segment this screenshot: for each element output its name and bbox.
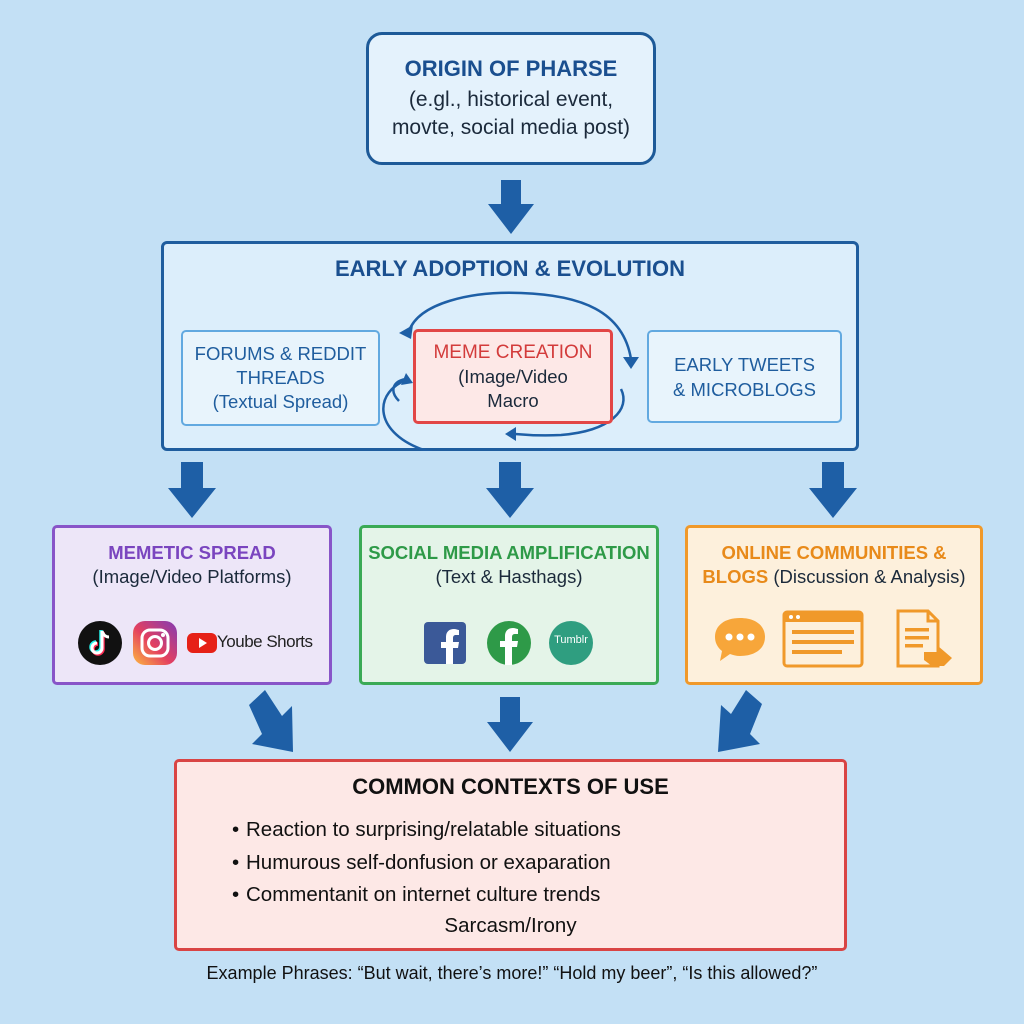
origin-line-3: movte, social media post)	[391, 115, 631, 139]
context-bullet-2-text: Humurous self-donfusion or exaparation	[246, 851, 611, 874]
arrow-down-social-common	[487, 697, 533, 752]
example-phrases: Example Phrases: “But wait, there’s more…	[206, 963, 818, 983]
forums-line-3: (Textual Spread)	[212, 391, 349, 412]
facebook-circle-icon	[487, 621, 531, 665]
meme-line-1: MEME CREATION	[433, 341, 593, 363]
online-subtitle-rest: (Discussion & Analysis)	[768, 566, 966, 587]
memetic-subtitle: (Image/Video Platforms)	[92, 566, 292, 587]
browser-window-icon	[782, 610, 864, 668]
youtube-shorts-label: Yoube Shorts	[217, 632, 313, 651]
context-bullet-2: •Humurous self-donfusion or exaparation	[232, 851, 611, 874]
online-communities-box: ONLINE COMMUNITIES & BLOGS (Discussion &…	[685, 525, 983, 685]
meme-line-2: (Image/Video	[458, 365, 568, 387]
arrow-down-social	[486, 462, 534, 518]
document-icon	[896, 609, 952, 668]
context-bullet-3-text: Commentanit on internet culture trends	[246, 883, 601, 906]
social-subtitle: (Text & Hasthags)	[435, 566, 583, 587]
tweets-line-1: EARLY TWEETS	[674, 353, 815, 375]
tumblr-icon	[549, 621, 593, 665]
social-title: SOCIAL MEDIA AMPLIFICATION	[368, 542, 650, 563]
tweets-line-2: & MICROBLOGS	[673, 378, 816, 400]
origin-title: ORIGIN OF PHARSE	[404, 55, 618, 81]
early-adoption-box: EARLY ADOPTION & EVOLUTION FORUMS & REDD…	[161, 241, 859, 451]
online-title: ONLINE COMMUNITIES &	[721, 542, 947, 563]
context-extra-line: Sarcasm/Irony	[444, 914, 577, 937]
forums-line-2: THREADS	[236, 367, 325, 388]
early-adoption-title: EARLY ADOPTION & EVOLUTION	[334, 256, 685, 281]
context-bullet-1-text: Reaction to surprising/relatable situati…	[246, 818, 621, 841]
context-bullet-3: •Commentanit on internet culture trends	[232, 883, 601, 906]
chat-bubble-icon	[715, 618, 765, 661]
common-contexts-box: COMMON CONTEXTS OF USE •Reaction to surp…	[174, 759, 847, 951]
memetic-spread-box: MEMETIC SPREAD (Image/Video Platforms) Y…	[52, 525, 332, 685]
arrow-diag-memetic-common	[249, 690, 293, 752]
social-amplification-box: SOCIAL MEDIA AMPLIFICATION (Text & Hasth…	[359, 525, 659, 685]
online-subtitle-blogs: BLOGS	[702, 566, 769, 587]
instagram-icon	[133, 621, 177, 665]
forums-line-1: FORUMS & REDDIT	[194, 343, 367, 364]
youtube-icon	[187, 633, 217, 653]
online-subtitle: BLOGS (Discussion & Analysis)	[688, 566, 980, 588]
arrow-down-online	[809, 462, 857, 518]
arrow-down-origin	[488, 180, 534, 234]
cycle-arrows-icon	[382, 291, 639, 451]
memetic-title: MEMETIC SPREAD	[108, 542, 276, 563]
common-contexts-title: COMMON CONTEXTS OF USE	[352, 774, 669, 799]
origin-line-2: (e.gl., historical event,	[408, 87, 614, 111]
forums-reddit-box: FORUMS & REDDIT THREADS (Textual Spread)	[181, 330, 380, 426]
meme-creation-box: MEME CREATION (Image/Video Macro	[413, 329, 613, 424]
tiktok-icon	[78, 621, 122, 665]
arrow-diag-online-common	[718, 690, 762, 752]
tumblr-label: Tumblr	[554, 634, 588, 646]
arrow-down-memetic	[168, 462, 216, 518]
context-bullet-1: •Reaction to surprising/relatable situat…	[232, 818, 621, 841]
early-tweets-box: EARLY TWEETS & MICROBLOGS	[647, 330, 842, 423]
origin-box: ORIGIN OF PHARSE (e.gl., historical even…	[366, 32, 656, 165]
facebook-square-icon	[424, 622, 466, 664]
meme-line-3: Macro	[487, 389, 539, 411]
